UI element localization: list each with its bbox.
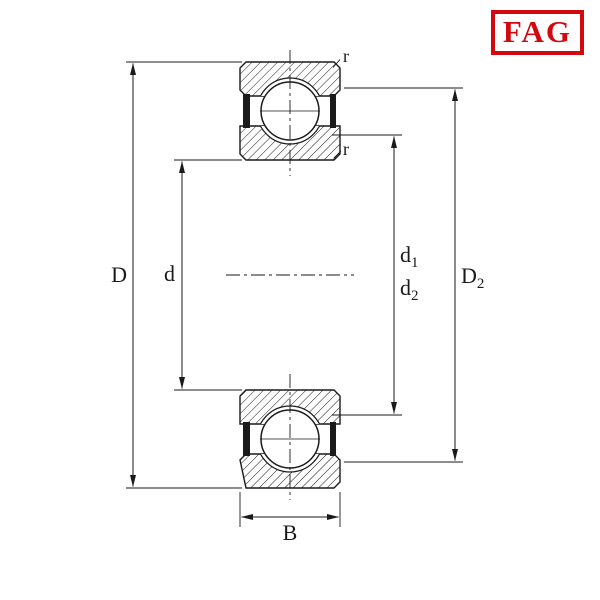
dim-label-d2: d2 xyxy=(400,275,419,304)
seal-left-bottom xyxy=(243,422,250,456)
dimension-d1-d2: d1 d2 xyxy=(332,134,419,416)
dimension-D2: D2 xyxy=(344,87,484,463)
seal-right-top xyxy=(330,94,336,128)
bearing-top-section xyxy=(239,50,341,176)
fag-logo: FAG xyxy=(490,10,584,55)
dim-label-d: d xyxy=(164,261,175,286)
seal-left-top xyxy=(243,94,250,128)
dim-label-B: B xyxy=(283,520,298,545)
leader-line xyxy=(333,150,342,159)
bearing-bottom-section xyxy=(239,374,341,500)
chamfer-label-r-outer: r xyxy=(343,46,349,66)
leader-line xyxy=(332,59,341,68)
dim-label-D2: D2 xyxy=(461,263,484,292)
dim-label-d1: d1 xyxy=(400,242,419,271)
chamfer-label-r-inner: r xyxy=(343,139,349,159)
dim-label-D: D xyxy=(111,262,127,287)
chamfer-labels: r r xyxy=(332,46,349,159)
fag-logo-text: FAG xyxy=(502,14,572,49)
dimension-D: D xyxy=(111,61,242,489)
dimension-B: B xyxy=(239,492,341,545)
dimension-d: d xyxy=(164,159,242,391)
seal-right-bottom xyxy=(330,422,336,456)
